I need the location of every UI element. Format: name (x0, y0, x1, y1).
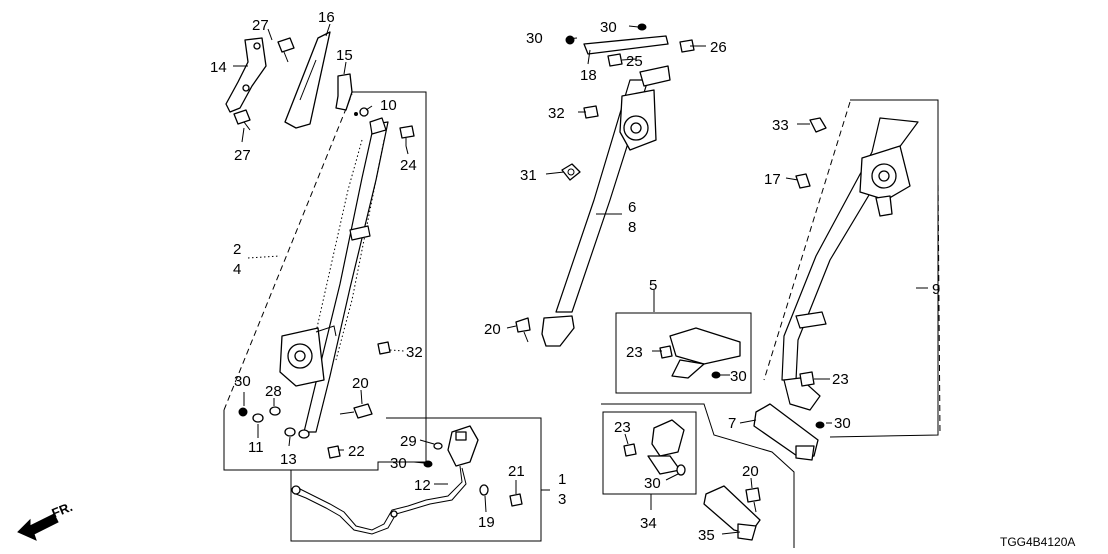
callout-5: 5 (649, 277, 657, 294)
callout-labels: 27 16 15 14 10 27 24 2 4 32 30 28 20 11 … (210, 9, 940, 544)
callout-3: 3 (558, 491, 566, 508)
callout-8: 8 (628, 219, 636, 236)
callout-11: 11 (248, 439, 264, 456)
callout-21: 21 (508, 463, 525, 480)
callout-23-buckle34: 23 (614, 419, 631, 436)
callout-9: 9 (932, 281, 940, 298)
callout-15: 15 (336, 47, 353, 64)
callout-33: 33 (772, 117, 789, 134)
callout-27-top: 27 (252, 17, 269, 34)
part-drawings (225, 23, 919, 541)
callout-30-front: 30 (234, 373, 251, 390)
callout-31: 31 (520, 167, 537, 184)
callout-32-center: 32 (548, 105, 565, 122)
front-belt-drawing (279, 117, 389, 433)
part-14-bracket-drawing (225, 37, 267, 113)
buckle-35-drawing (703, 485, 761, 541)
callout-2: 2 (233, 241, 241, 258)
callout-23-rear: 23 (832, 371, 849, 388)
front-buckle-drawing (291, 425, 479, 535)
callout-20-front: 20 (352, 375, 369, 392)
callout-30-buckle34: 30 (644, 475, 661, 492)
callout-18: 18 (580, 67, 597, 84)
front-direction-arrow: FR. (17, 499, 75, 541)
callout-20-buckle35: 20 (742, 463, 759, 480)
callout-34: 34 (640, 515, 657, 532)
center-belt-drawing (541, 35, 671, 347)
rear-belt-drawing (753, 117, 919, 461)
callout-1: 1 (558, 471, 566, 488)
part-15-clip-drawing (335, 73, 353, 111)
callout-20-center: 20 (484, 321, 501, 338)
buckle-5-drawing (669, 327, 741, 379)
callout-7: 7 (728, 415, 736, 432)
callout-29: 29 (400, 433, 417, 450)
callout-13: 13 (280, 451, 297, 468)
direction-label: FR. (50, 499, 75, 521)
callout-17: 17 (764, 171, 781, 188)
callout-25: 25 (626, 53, 643, 70)
callout-10: 10 (380, 97, 397, 114)
buckle-34-drawing (647, 419, 685, 475)
callout-14: 14 (210, 59, 227, 76)
callout-4: 4 (233, 261, 241, 278)
callout-12: 12 (414, 477, 431, 494)
callout-30-buckle5: 30 (730, 368, 747, 385)
callout-6: 6 (628, 199, 636, 216)
callout-30-rear: 30 (834, 415, 851, 432)
callout-23-buckle5: 23 (626, 344, 643, 361)
arrow-left-icon (17, 513, 59, 541)
callout-30-top-left: 30 (526, 30, 543, 47)
callout-27-bottom: 27 (234, 147, 251, 164)
callout-32-front: 32 (406, 344, 423, 361)
callout-28: 28 (265, 383, 282, 400)
callout-26: 26 (710, 39, 727, 56)
leader-lines (233, 23, 928, 535)
callout-22: 22 (348, 443, 365, 460)
callout-30-top-right: 30 (600, 19, 617, 36)
fastener-drawings (233, 23, 827, 513)
diagram-code: TGG4B4120A (1000, 535, 1075, 549)
group-boundaries (223, 91, 941, 548)
callout-19: 19 (478, 514, 495, 531)
callout-24: 24 (400, 157, 417, 174)
callout-30-buckle: 30 (390, 455, 407, 472)
callout-16: 16 (318, 9, 335, 26)
callout-35: 35 (698, 527, 715, 544)
